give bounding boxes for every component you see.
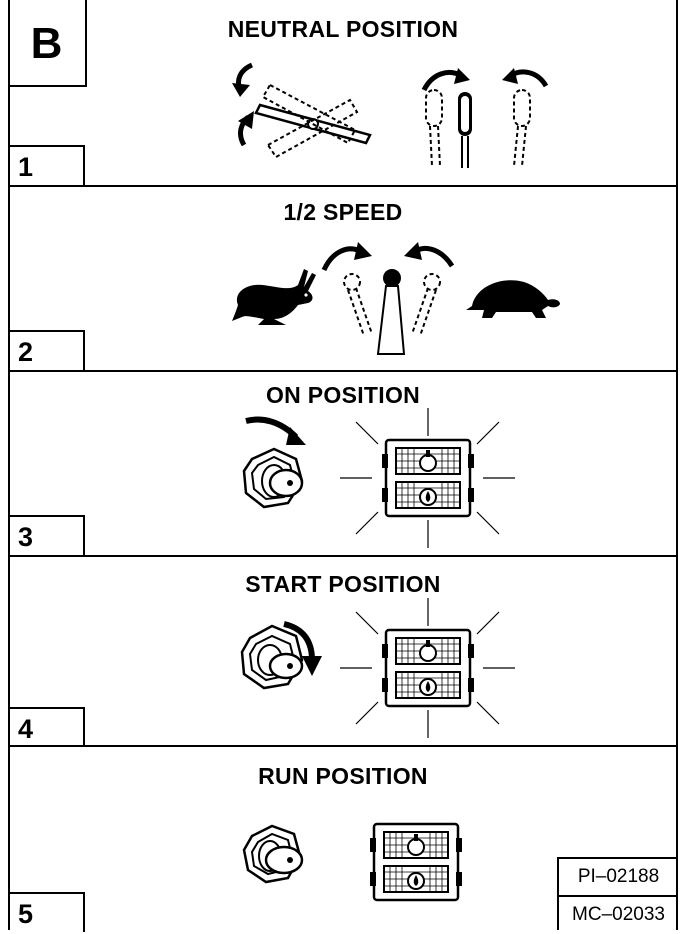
indicator-panel-start-icon [340,598,515,738]
step-number: 5 [8,892,85,932]
step-panel-4: START POSITION 4 [8,555,678,747]
ignition-key-on-icon [242,416,306,509]
reference-code: MC–02033 [559,895,678,933]
step-number: 1 [8,145,85,185]
step-title: RUN POSITION [258,763,428,789]
reference-codes: PI–02188 MC–02033 [557,857,678,930]
reference-code: PI–02188 [577,866,660,887]
throttle-speed-icon [321,242,455,355]
step-title: ON POSITION [265,382,421,408]
ignition-key-run-icon [242,824,304,884]
step-number: 4 [8,707,85,747]
indicator-panel-off-icon [370,822,462,902]
step-panel-5: RUN POSITION 5 [8,745,678,932]
step-panel-3: ON POSITION 3 [8,370,678,555]
step-number: 3 [8,515,85,555]
indicator-panel-lit-icon [340,408,515,548]
turtle-icon [466,280,560,318]
step-panel-2: 1/2 SPEED 2 [8,185,678,370]
steering-lever-rotation-icon [232,62,372,159]
step-title: 1/2 SPEED [283,199,403,225]
step-number: 2 [8,330,85,370]
rabbit-icon [232,269,316,325]
step-panel-1: NEUTRAL POSITION 1 [8,0,678,185]
section-letter: B [8,0,87,87]
ignition-key-start-icon [240,621,322,690]
step-title: NEUTRAL POSITION [227,16,459,42]
hydro-levers-icon [421,68,549,168]
diagram-frame [8,0,678,930]
step-title: START POSITION [245,571,441,597]
